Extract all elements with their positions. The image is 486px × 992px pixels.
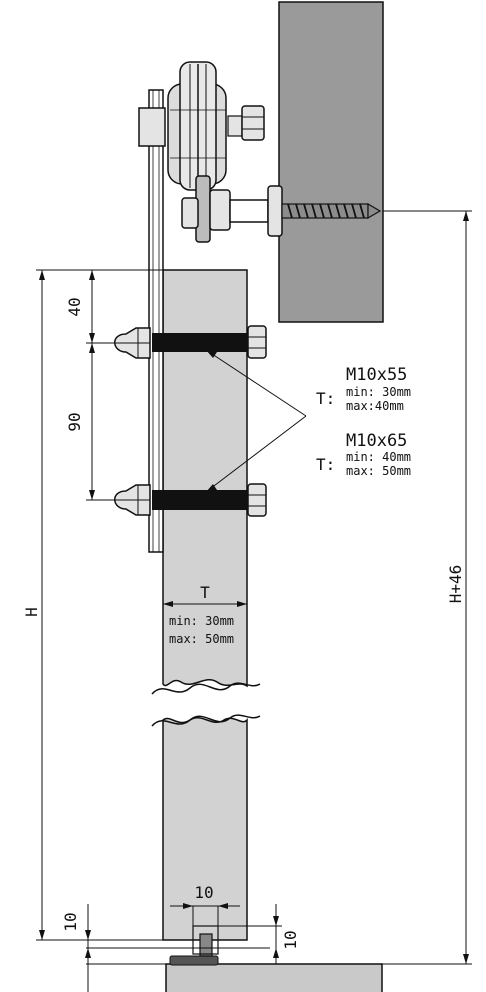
hex-nut-lower bbox=[247, 483, 267, 517]
bolt-min-1: min: 30mm bbox=[346, 385, 411, 399]
thickness-symbol: T bbox=[200, 583, 210, 602]
roller-wheel bbox=[138, 61, 265, 191]
bolt-band-upper bbox=[152, 333, 248, 352]
break-line-upper bbox=[151, 682, 261, 695]
dimension-arrows bbox=[39, 211, 469, 964]
dim-label-40: 40 bbox=[65, 297, 84, 316]
wall-block bbox=[278, 1, 384, 323]
dim-label-h-plus-46: H+46 bbox=[446, 565, 465, 604]
thickness-max: max: 50mm bbox=[169, 632, 234, 646]
dim-label-bottom-left-10: 10 bbox=[61, 912, 80, 931]
bolt-prefix-1: T: bbox=[316, 389, 335, 408]
break-line-lower bbox=[151, 714, 261, 727]
dim-label-90: 90 bbox=[65, 412, 84, 431]
bolt-min-2: min: 40mm bbox=[346, 450, 411, 464]
hanger-strap bbox=[148, 89, 164, 553]
dim-label-h: H bbox=[22, 607, 41, 617]
door-panel-upper bbox=[162, 269, 248, 688]
floor-block bbox=[165, 963, 383, 992]
bolt-band-lower bbox=[152, 490, 248, 510]
bolt-size-2: M10x65 bbox=[346, 431, 407, 451]
bolt-max-1: max:40mm bbox=[346, 399, 404, 413]
dim-label-bottom-right-10: 10 bbox=[281, 930, 300, 949]
thickness-min: min: 30mm bbox=[169, 614, 234, 628]
floor-guide bbox=[169, 925, 219, 966]
door-panel-lower bbox=[162, 717, 248, 941]
bolt-max-2: max: 50mm bbox=[346, 464, 411, 478]
dim-label-bottom-width-10: 10 bbox=[194, 883, 213, 902]
bolt-prefix-2: T: bbox=[316, 455, 335, 474]
wall-spacer-assembly bbox=[181, 175, 382, 243]
hanger-strap-inner bbox=[152, 89, 160, 553]
dimension-lines bbox=[36, 210, 472, 992]
bolt-size-1: M10x55 bbox=[346, 365, 407, 385]
hex-nut-upper bbox=[247, 325, 267, 359]
